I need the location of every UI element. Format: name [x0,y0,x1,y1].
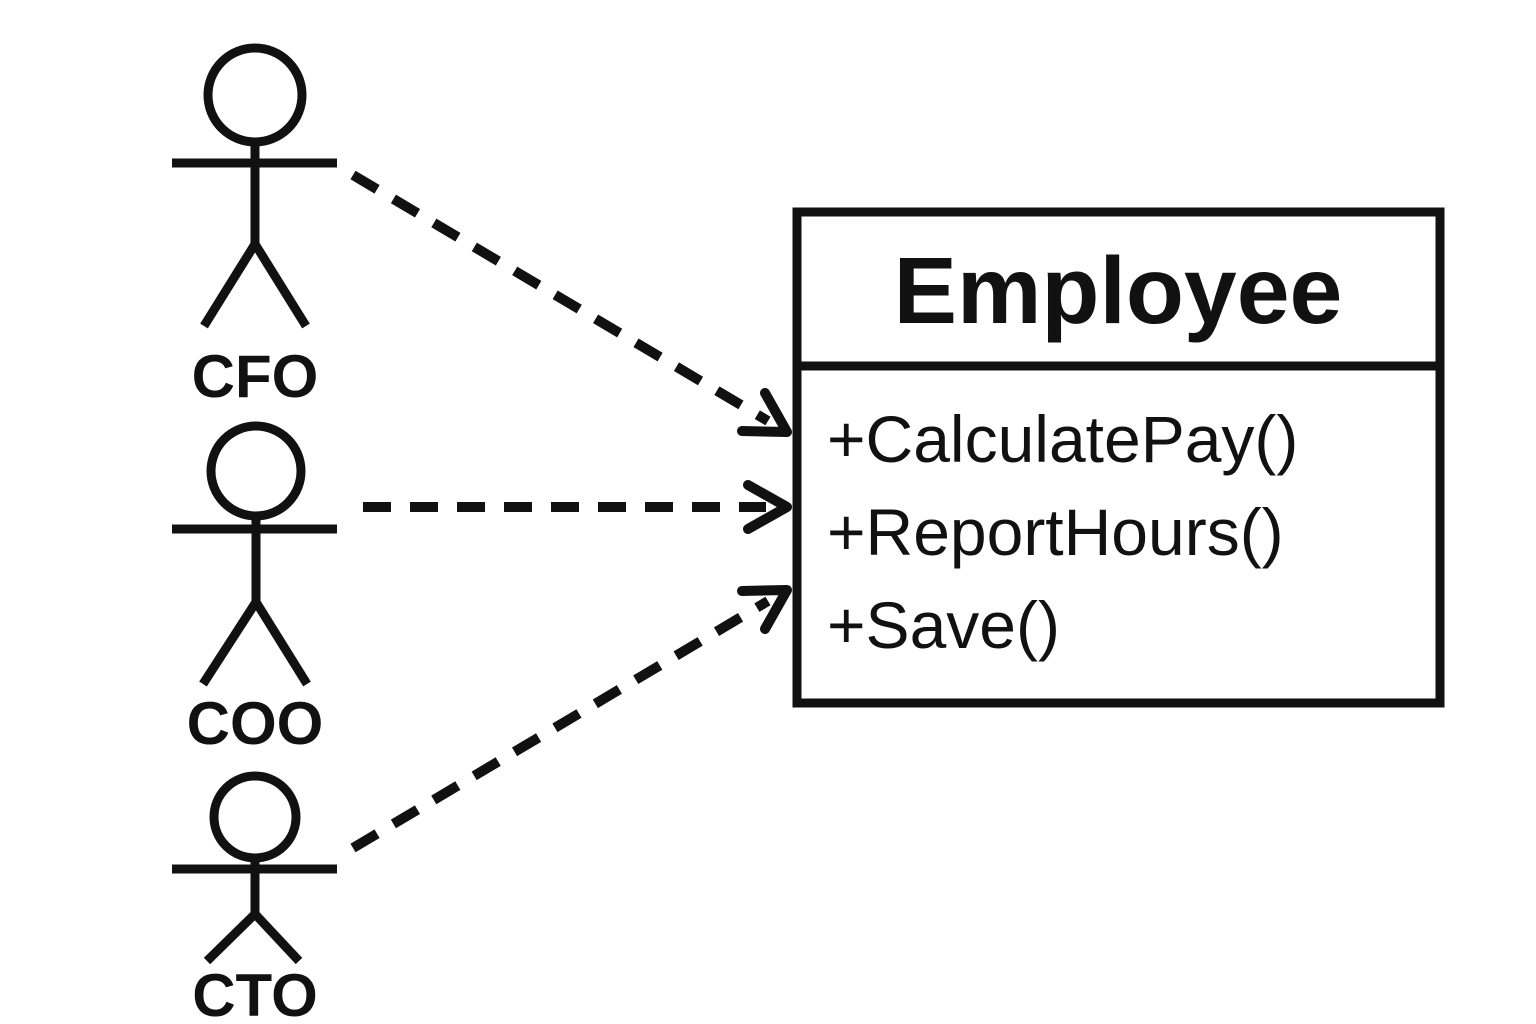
class-method-save: +Save() [827,588,1060,662]
actor-label-coo: COO [187,690,324,757]
class-method-reporthours: +ReportHours() [827,495,1284,569]
actor-cto: CTO [172,771,337,1024]
arrowhead-icon [743,480,792,534]
actor-head [206,421,306,521]
stick-figure-icon [172,421,337,687]
dashed-line [350,170,771,426]
actor-leg-right [252,599,311,687]
actor-coo: COO [172,421,337,757]
connector-cto-employee [350,585,792,853]
class-method-calculatepay: +CalculatePay() [827,402,1298,476]
stick-figure-icon [172,771,337,965]
actor-label-cto: CTO [192,962,318,1024]
actor-leg-left [203,910,259,965]
stick-figure-icon [172,43,337,329]
dashed-line [350,596,771,853]
actor-leg-right [251,241,310,329]
actor-leg-left [200,241,259,329]
actor-leg-right [251,910,303,965]
actor-cfo: CFO [172,43,337,410]
arrowhead-icon [737,388,792,437]
actor-head [203,43,307,147]
actor-label-cfo: CFO [192,343,319,410]
class-box-employee: Employee +CalculatePay() +ReportHours() … [792,207,1445,708]
actor-head [209,771,301,863]
class-title: Employee [894,238,1343,344]
connector-cfo-employee [350,170,792,437]
class-box-border [792,207,1445,708]
actor-leg-left [199,599,260,687]
arrowhead-icon [737,585,792,634]
connector-coo-employee [363,480,792,534]
